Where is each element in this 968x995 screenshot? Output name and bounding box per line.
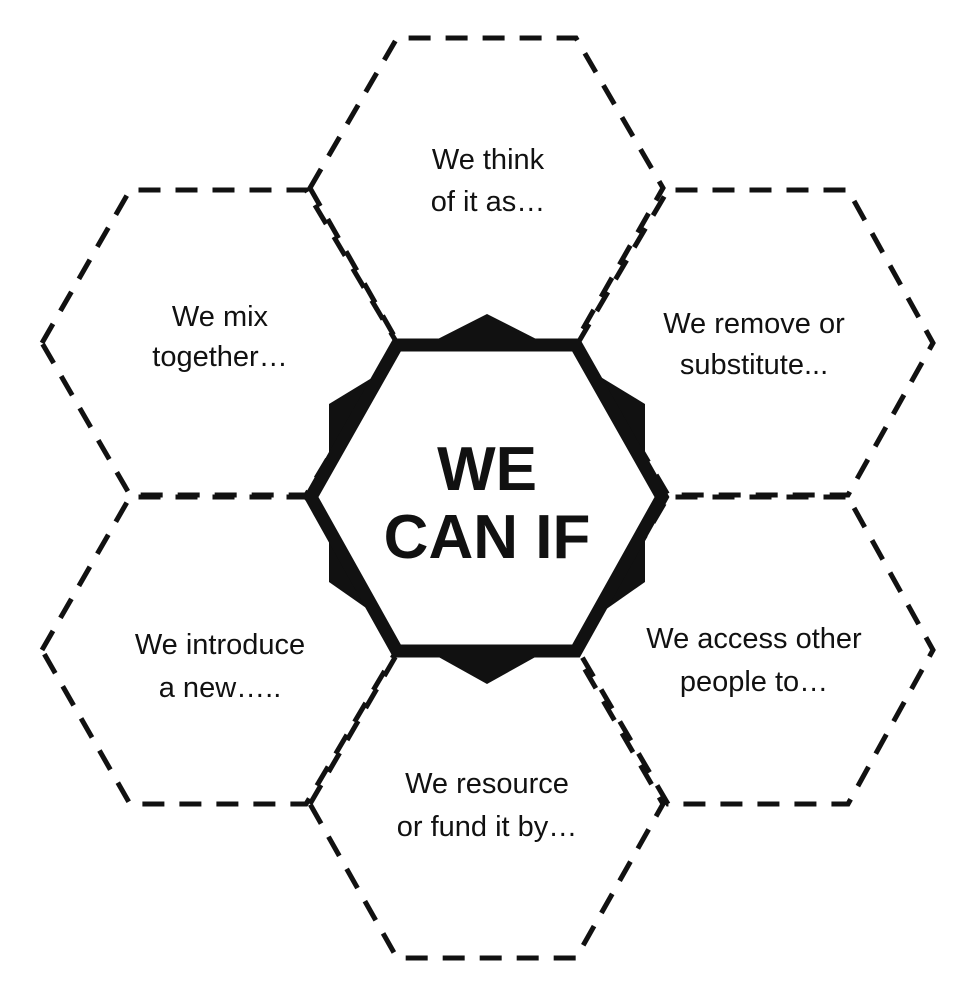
cell-labels: We think of it as… We mix together… We r… <box>135 144 862 843</box>
cell-lower-right-line2: people to… <box>680 666 828 698</box>
cell-lower-right-line1: We access other <box>646 623 862 655</box>
cell-bottom-line2: or fund it by… <box>397 811 578 843</box>
cell-upper-right-line1: We remove or <box>663 308 845 340</box>
cell-top-line1: We think <box>432 144 545 176</box>
hex-upper-right-outline <box>575 187 936 498</box>
hex-top-outline <box>307 35 666 344</box>
cell-upper-left-line1: We mix <box>172 301 269 333</box>
center-title-line2: CAN IF <box>384 503 591 572</box>
hex-bottom-outline <box>307 651 666 961</box>
cell-upper-left-line2: together… <box>152 341 287 373</box>
cell-top-line2: of it as… <box>431 186 545 218</box>
cell-lower-left-line2: a new….. <box>159 672 282 704</box>
cell-upper-right-line2: substitute... <box>680 349 828 381</box>
hex-lower-right-outline <box>575 494 936 807</box>
cell-lower-left-line1: We introduce <box>135 629 305 661</box>
center-emblem: WE CAN IF <box>303 314 670 684</box>
center-title-line1: WE <box>437 435 537 504</box>
cell-bottom-line1: We resource <box>405 768 569 800</box>
center-hexagon <box>303 338 670 658</box>
